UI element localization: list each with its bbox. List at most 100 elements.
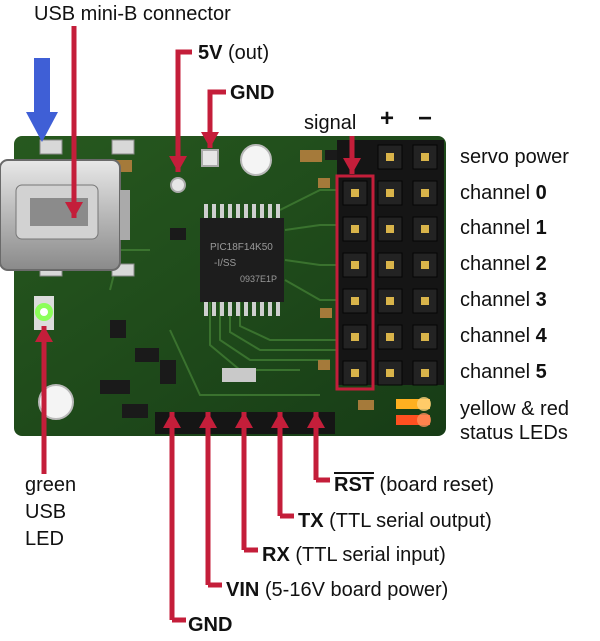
servo-power-label: servo power (460, 146, 569, 168)
gnd-top-arrow-head (201, 132, 219, 148)
channel-number: 2 (535, 253, 547, 275)
yellow-status-led (396, 399, 430, 409)
gnd-pad (201, 149, 219, 167)
channel-number: 0 (535, 182, 547, 204)
status-leds-label-2: status LEDs (460, 422, 568, 444)
usb-plug-in-arrow-shaft (34, 58, 50, 120)
status-leds-label-1: yellow & red (460, 398, 569, 420)
mounting-hole (240, 144, 272, 176)
chip-leg (220, 302, 224, 316)
gnd-top-arrow (201, 89, 226, 148)
chip-leg (268, 204, 272, 218)
chip-text-2: -I/SS (214, 258, 237, 269)
usb-connector-label: USB mini-B connector (34, 3, 231, 25)
channel-word: channel (460, 361, 536, 383)
channel-number: 3 (535, 289, 547, 311)
chip-text-1: PIC18F14K50 (210, 242, 273, 253)
rst-arrow-head (307, 412, 325, 428)
channel-number: 5 (535, 361, 547, 383)
rx-bold: RX (262, 544, 290, 566)
chip-leg (228, 302, 232, 316)
rx-arrow-head (235, 412, 253, 428)
chip-text-3: 0937E1P (240, 274, 277, 284)
chip-leg (236, 204, 240, 218)
mounting-hole (38, 384, 74, 420)
minus-sign: − (418, 105, 433, 132)
rx-label: RX (TTL serial input) (262, 544, 446, 566)
channel-word: channel (460, 325, 536, 347)
callout-arrows (26, 26, 361, 623)
chip-leg (236, 302, 240, 316)
chip-leg (212, 204, 216, 218)
gnd-bottom-label: GND (188, 614, 232, 636)
header-pin (351, 297, 359, 305)
gnd-top-arrow-line (207, 89, 226, 148)
header-pin (386, 225, 394, 233)
channel-2-label: channel 2 (460, 253, 547, 275)
header-pin (421, 225, 429, 233)
tx-rest: (TTL serial output) (323, 510, 492, 532)
tx-label: TX (TTL serial output) (298, 510, 492, 532)
servo-pins (342, 144, 438, 386)
chip-leg (260, 302, 264, 316)
gnd-top-label: GND (230, 82, 274, 104)
header-pin-housing (412, 252, 438, 278)
rx-rest: (TTL serial input) (289, 544, 446, 566)
gnd-bottom-bold: GND (188, 614, 233, 636)
smd-components (100, 150, 374, 418)
usb-plug-in-arrow-head (26, 112, 58, 142)
channel-3-label: channel 3 (460, 289, 547, 311)
usb-connector-arrow (65, 26, 83, 218)
pcb-traces (109, 189, 340, 396)
header-pin (386, 153, 394, 161)
vin-rest: (5-16V board power) (259, 579, 449, 601)
green-led-label-2: USB (25, 501, 67, 523)
vin-arrow (199, 412, 217, 585)
header-pin (351, 225, 359, 233)
header-pin-housing (342, 252, 368, 278)
rst-bold: RST (334, 474, 374, 496)
header-pin (386, 369, 394, 377)
5v-pad (170, 177, 186, 193)
header-pin (421, 261, 429, 269)
green-led-label-3: LED (25, 528, 64, 550)
usb-connector-arrow-head (65, 202, 83, 218)
chip-leg (244, 302, 248, 316)
usb-plug-in-arrow (26, 58, 58, 142)
header-pin (421, 189, 429, 197)
minus-label: − (418, 105, 433, 132)
header-pin (386, 333, 394, 341)
chip-leg (268, 302, 272, 316)
header-pin (351, 189, 359, 197)
red-status-led (396, 415, 430, 425)
chip-leg (244, 204, 248, 218)
header-pin (421, 369, 429, 377)
channel-word: channel (460, 182, 536, 204)
rst-label: RST (board reset) (334, 474, 494, 496)
chip-leg (220, 204, 224, 218)
gnd-top-bold: GND (230, 82, 275, 104)
chip-leg (276, 302, 280, 316)
header-pin (421, 153, 429, 161)
chip-leg (276, 204, 280, 218)
signal-column-box (335, 174, 375, 391)
chip-leg (204, 204, 208, 218)
5v-label-bold: 5V (198, 42, 223, 64)
green-led-arrow (35, 326, 53, 474)
signal-arrow (343, 136, 361, 174)
chip-leg (252, 204, 256, 218)
channel-number: 1 (535, 217, 547, 239)
5v-label-rest: (out) (222, 42, 270, 64)
vin-bold: VIN (226, 579, 260, 601)
channel-word: channel (460, 289, 536, 311)
rx-arrow (235, 412, 253, 550)
header-pin (351, 369, 359, 377)
chip-leg (204, 302, 208, 316)
tx-arrow-head (271, 412, 289, 428)
microcontroller (200, 204, 284, 316)
header-pin (421, 297, 429, 305)
gnd-bottom-arrow (163, 412, 181, 620)
channel-number: 4 (535, 325, 547, 347)
chip-leg (228, 204, 232, 218)
